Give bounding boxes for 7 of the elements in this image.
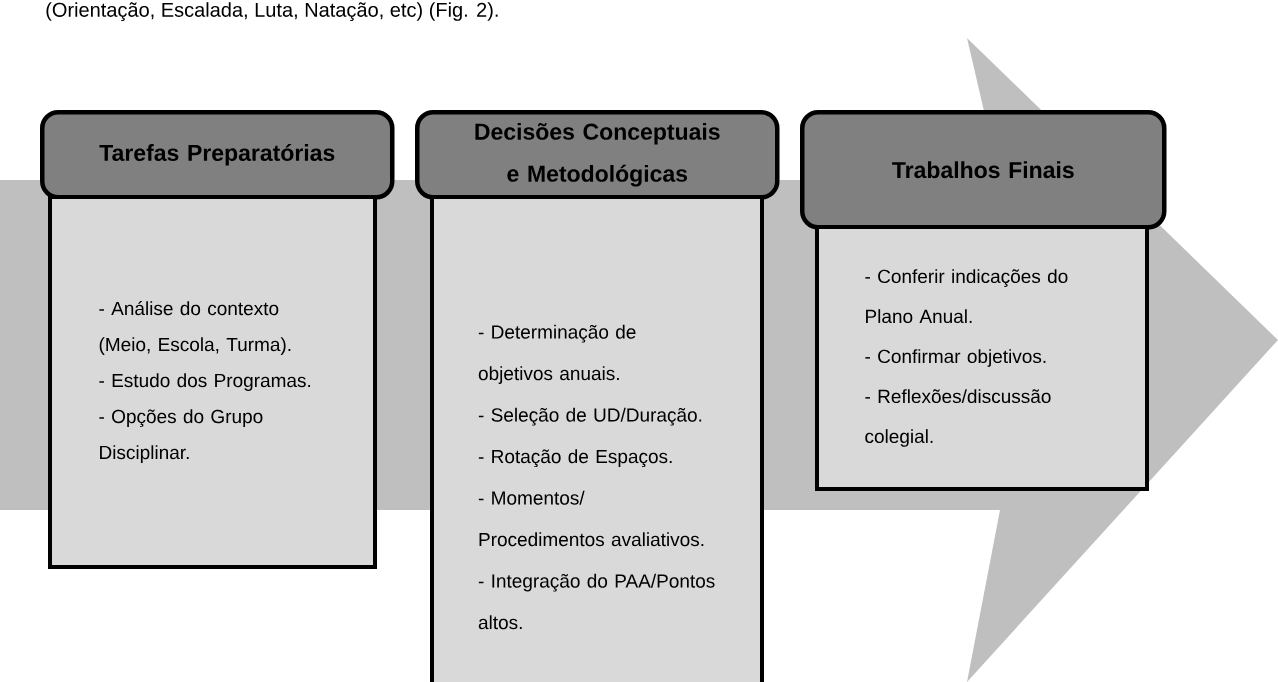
text-box: - Análise do contexto (Meio, Escola, Turma). - Estudo dos Programas. - Opções do Grupo Disciplinar. (48, 195, 377, 569)
text-box: - Determinação de objetivos anuais. - Seleção de UD/Duração. - Rotação de Espaços. - Momentos/ Procedimentos avaliativos. - Integração do PAA/Pontos altos. (430, 195, 764, 682)
body-text: (Orientação, Escalada, Luta, Natação, etc) (Fig. 2). (46, 2, 498, 21)
header-box: Decisões Conceptuais e Metodológicas (415, 110, 780, 200)
header-box: Trabalhos Finais (800, 110, 1167, 230)
header-box: Tarefas Preparatórias (40, 110, 395, 200)
text-box: - Conferir indicações do Plano Anual. - Confirmar objetivos. - Reflexões/discussão colegial. (815, 225, 1149, 491)
